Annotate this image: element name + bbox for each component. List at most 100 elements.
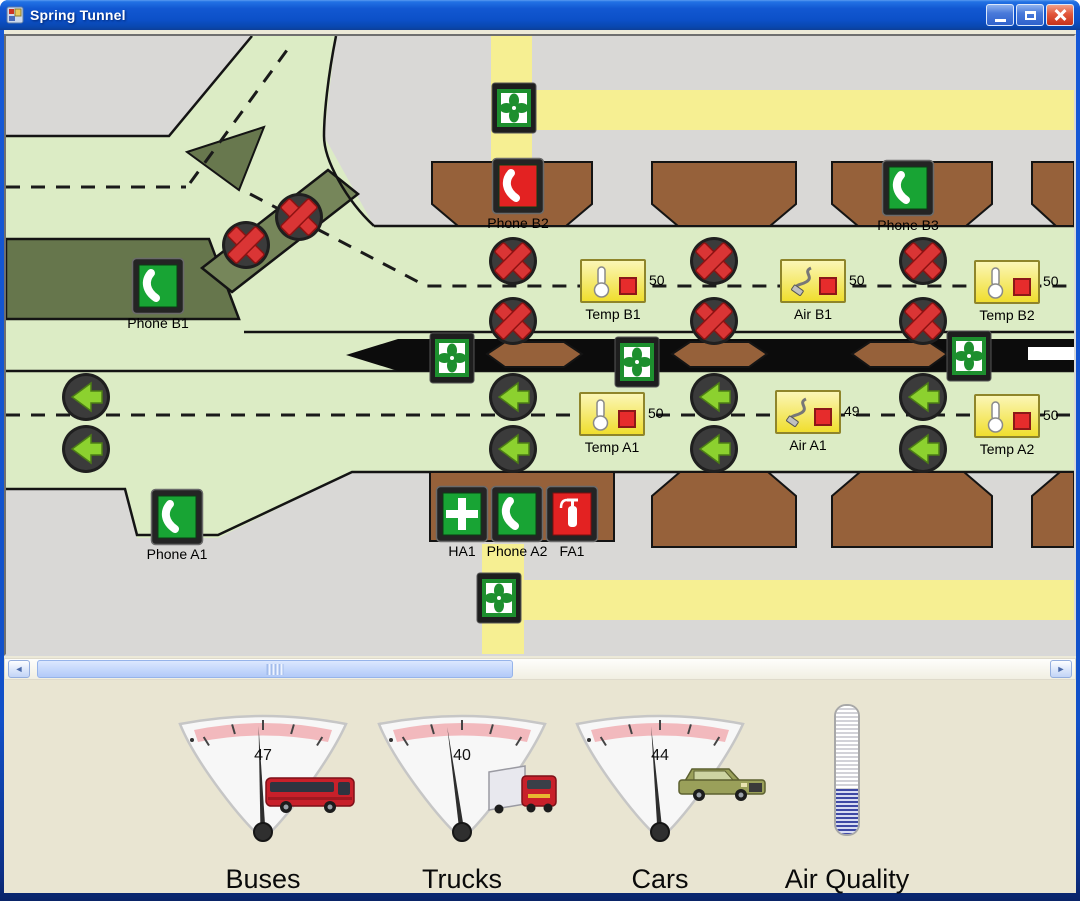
thermometer-icon <box>588 265 614 304</box>
emergency-phone-phone-b2-label: Phone B2 <box>487 215 549 231</box>
sensor-box[interactable] <box>579 392 645 436</box>
green-arrow-signal[interactable] <box>689 372 739 422</box>
maximize-button[interactable] <box>1016 4 1044 26</box>
sensor-value: 50 <box>649 272 665 288</box>
green-arrow-signal[interactable] <box>61 424 111 474</box>
emergency-phone-phone-b3-label: Phone B3 <box>877 217 939 233</box>
window-content: Phone B1 Phone B2 Phone B3 Phone A1 Phone A2… <box>4 30 1076 894</box>
gauge-trucks: 40 <box>367 702 557 852</box>
red-x-signal[interactable] <box>221 220 271 270</box>
sensor-box[interactable] <box>974 394 1040 438</box>
gauge-label-trucks: Trucks <box>422 864 502 894</box>
fan-icon[interactable] <box>476 572 522 624</box>
gauge-label-buses: Buses <box>225 864 301 894</box>
emergency-phone-phone-a1-label: Phone A1 <box>146 546 208 562</box>
scrollbar-thumb[interactable] <box>37 660 513 678</box>
green-arrow-signal[interactable] <box>61 372 111 422</box>
alarm-square <box>619 277 637 295</box>
sensor-label: Temp A1 <box>584 439 640 455</box>
sensor-value: 50 <box>1043 407 1059 423</box>
sensor-label: Temp B1 <box>585 306 641 322</box>
sensor-label: Air B1 <box>793 306 833 322</box>
emergency-phone-phone-a2-label: Phone A2 <box>486 543 548 559</box>
title-bar[interactable]: Spring Tunnel <box>0 0 1080 30</box>
sensor-box[interactable] <box>580 259 646 303</box>
sensor-value: 50 <box>648 405 664 421</box>
green-arrow-signal[interactable] <box>898 424 948 474</box>
red-x-signal[interactable] <box>689 296 739 346</box>
first-aid-station-ha1-label: HA1 <box>448 543 476 559</box>
gauge-label-cars: Cars <box>631 864 689 894</box>
green-arrow-signal[interactable] <box>689 424 739 474</box>
alarm-square <box>1013 278 1031 296</box>
tunnel-map-viewport: Phone B1 Phone B2 Phone B3 Phone A1 Phone A2… <box>4 34 1076 656</box>
sensor-value: 50 <box>849 272 865 288</box>
app-icon <box>6 6 24 24</box>
svg-text:47: 47 <box>254 747 272 764</box>
red-x-signal[interactable] <box>898 236 948 286</box>
minimize-icon <box>994 18 1006 22</box>
alarm-square <box>814 408 832 426</box>
red-x-signal[interactable] <box>274 192 324 242</box>
alarm-square <box>819 277 837 295</box>
alarm-square <box>618 410 636 428</box>
sensor-label: Air A1 <box>789 437 827 453</box>
fire-extinguisher-fa1-label: FA1 <box>559 543 585 559</box>
thermometer-icon <box>587 398 613 437</box>
scroll-left-button[interactable]: ◄ <box>8 660 30 678</box>
emergency-phone-phone-b2[interactable]: Phone B2 <box>487 157 549 231</box>
fan-icon[interactable] <box>946 330 992 382</box>
window-title: Spring Tunnel <box>30 7 126 23</box>
green-arrow-signal[interactable] <box>898 372 948 422</box>
smoke-icon <box>788 265 818 304</box>
maximize-icon <box>1024 10 1036 20</box>
emergency-phone-phone-b1[interactable]: Phone B1 <box>127 257 189 331</box>
gauge-cars: 44 <box>565 702 766 852</box>
green-arrow-signal[interactable] <box>488 424 538 474</box>
close-button[interactable] <box>1046 4 1074 26</box>
air-quality-indicator <box>834 704 860 836</box>
green-arrow-signal[interactable] <box>488 372 538 422</box>
truck-icon <box>485 762 565 819</box>
red-x-signal[interactable] <box>488 296 538 346</box>
svg-text:44: 44 <box>651 747 669 764</box>
emergency-phone-phone-a1[interactable]: Phone A1 <box>147 488 207 562</box>
horizontal-scrollbar[interactable]: ◄ ► <box>4 658 1076 680</box>
alarm-square <box>1013 412 1031 430</box>
emergency-phone-phone-a2[interactable]: Phone A2 <box>487 485 547 559</box>
fan-icon[interactable] <box>614 336 660 388</box>
first-aid-station-ha1[interactable]: HA1 <box>435 485 489 559</box>
fan-icon[interactable] <box>491 82 537 134</box>
thermometer-icon <box>982 266 1008 305</box>
bus-icon <box>264 772 360 821</box>
fan-icon[interactable] <box>429 332 475 384</box>
red-x-signal[interactable] <box>488 236 538 286</box>
scroll-right-button[interactable]: ► <box>1050 660 1072 678</box>
minimize-button[interactable] <box>986 4 1014 26</box>
svg-text:40: 40 <box>453 747 471 764</box>
close-icon <box>1054 9 1066 21</box>
red-x-signal[interactable] <box>689 236 739 286</box>
emergency-phone-phone-b3[interactable]: Phone B3 <box>877 159 939 233</box>
red-x-signal[interactable] <box>898 296 948 346</box>
sensor-label: Temp A2 <box>979 441 1035 457</box>
sensor-box[interactable] <box>775 390 841 434</box>
sensor-value: 49 <box>844 403 860 419</box>
sensor-box[interactable] <box>780 259 846 303</box>
sensor-box[interactable] <box>974 260 1040 304</box>
emergency-phone-phone-b1-label: Phone B1 <box>127 315 189 331</box>
car-icon <box>677 764 769 809</box>
scrollbar-grip <box>266 664 284 675</box>
fire-extinguisher-fa1[interactable]: FA1 <box>545 485 599 559</box>
air-quality-level <box>836 789 858 834</box>
air-quality-unlit <box>836 706 858 790</box>
thermometer-icon <box>982 400 1008 439</box>
